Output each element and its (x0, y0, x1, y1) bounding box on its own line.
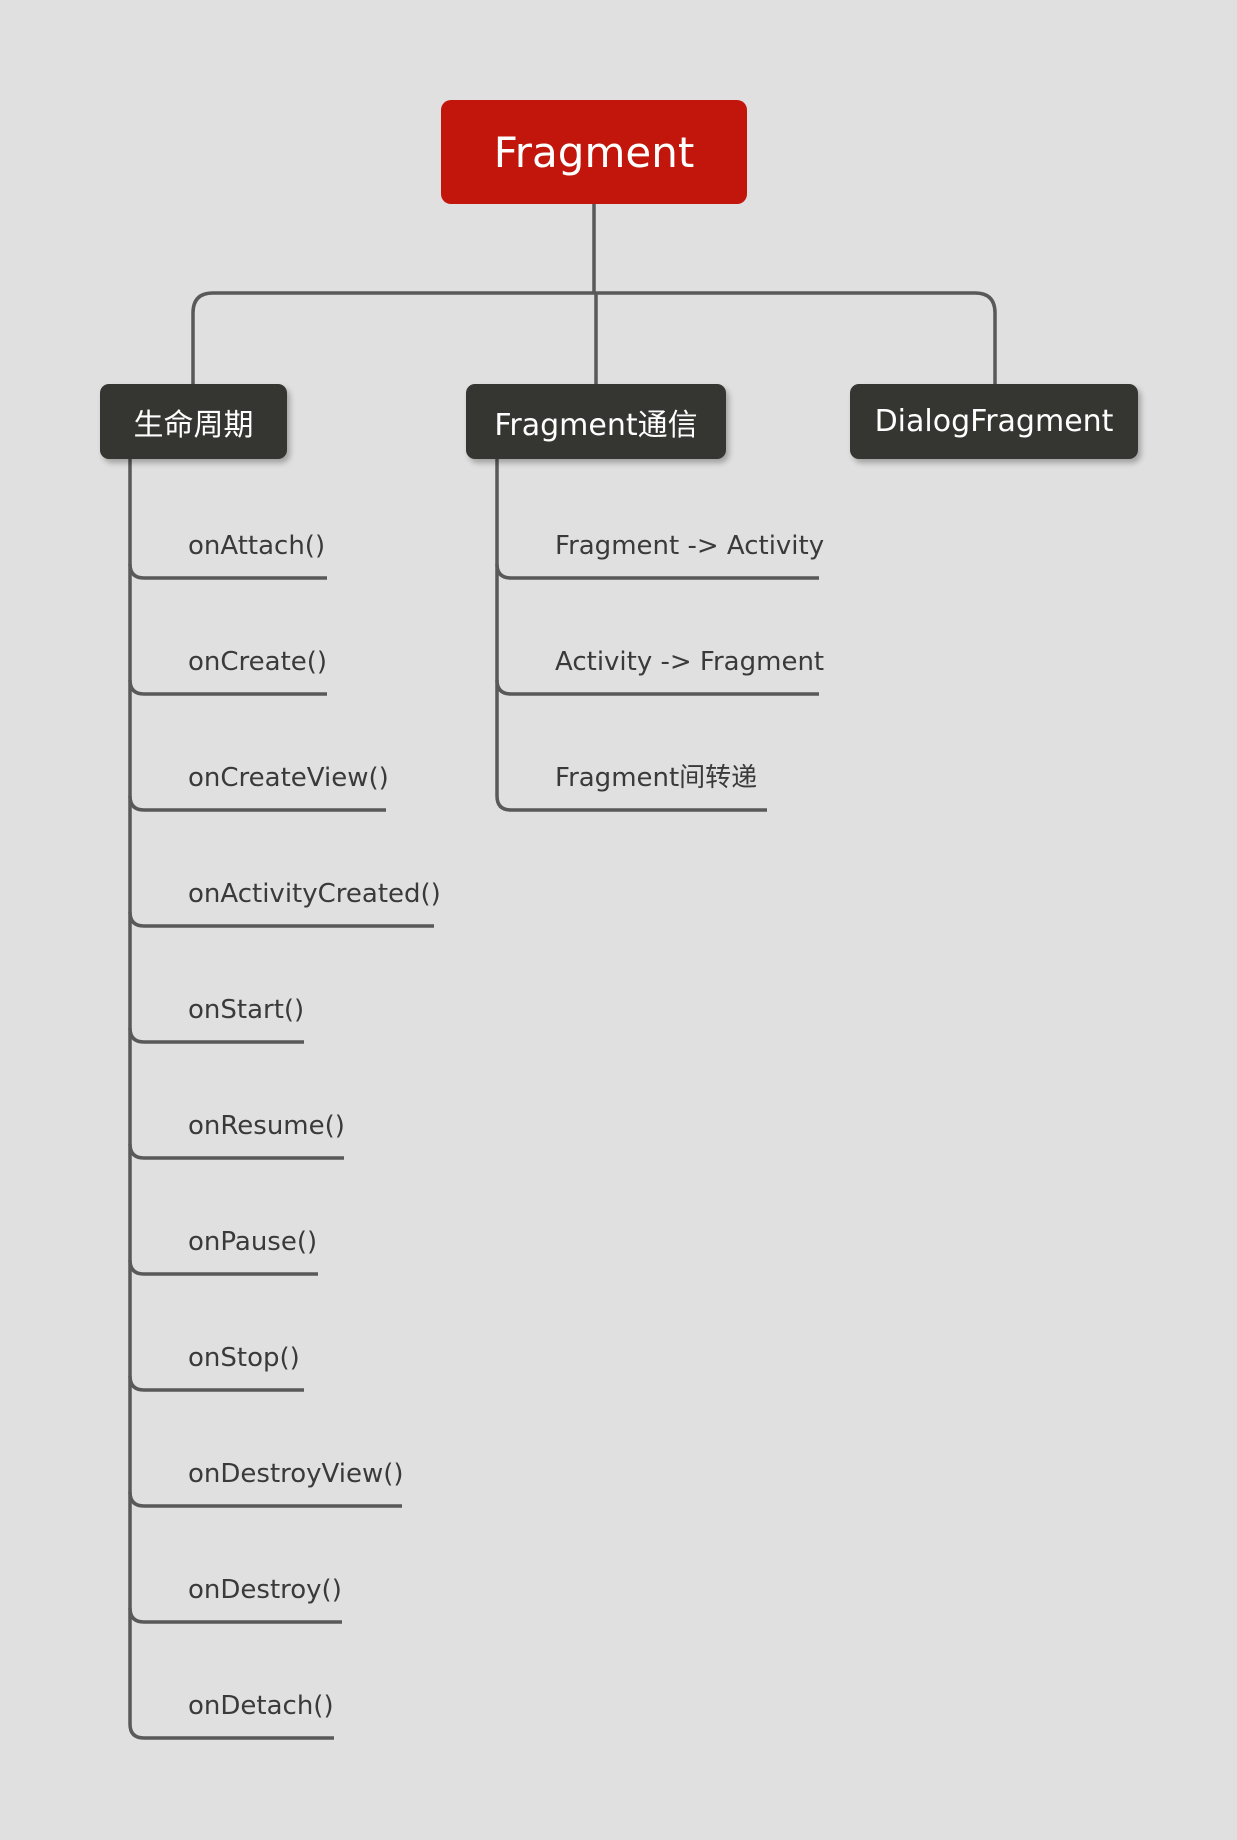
communication-leaf-connector (495, 563, 819, 580)
lifecycle-leaf-connector (128, 563, 327, 580)
lifecycle-leaf-lines (128, 459, 434, 1740)
leaf-on-create[interactable]: onCreate() (188, 647, 328, 677)
branch-bar (191, 291, 997, 384)
communication-leaf-connector (495, 795, 767, 812)
leaf-activity-to-fragment[interactable]: Activity -> Fragment (555, 647, 825, 677)
lifecycle-leaf-connector (128, 795, 386, 812)
leaf-on-stop[interactable]: onStop() (188, 1343, 300, 1373)
branch-node-dialogfragment[interactable]: DialogFragment (850, 384, 1138, 459)
leaf-fragment-to-activity[interactable]: Fragment -> Activity (555, 531, 825, 561)
leaf-on-destroy[interactable]: onDestroy() (188, 1575, 342, 1605)
leaf-on-resume[interactable]: onResume() (188, 1111, 345, 1141)
lifecycle-leaf-connector (128, 1491, 402, 1508)
lifecycle-leaf-connector (128, 1027, 304, 1044)
lifecycle-leaf-connector (128, 679, 327, 696)
lifecycle-leaf-connector (128, 1607, 342, 1624)
leaf-on-destroy-view[interactable]: onDestroyView() (188, 1459, 404, 1489)
branch-node-communication[interactable]: Fragment通信 (466, 384, 726, 459)
branch-node-lifecycle[interactable]: 生命周期 (100, 384, 287, 459)
root-node[interactable]: Fragment (441, 100, 747, 204)
leaf-on-activity-created[interactable]: onActivityCreated() (188, 879, 441, 909)
leaf-on-create-view[interactable]: onCreateView() (188, 763, 389, 793)
lifecycle-leaf-connector (128, 911, 434, 928)
lifecycle-leaf-connector (128, 1259, 318, 1276)
lifecycle-leaf-connector (128, 1375, 304, 1392)
communication-leaf-lines (495, 459, 819, 812)
lifecycle-leaf-connector (128, 1723, 334, 1740)
leaf-fragment-between[interactable]: Fragment间转递 (555, 763, 758, 793)
leaf-on-attach[interactable]: onAttach() (188, 531, 326, 561)
communication-leaf-connector (495, 679, 819, 696)
leaf-on-start[interactable]: onStart() (188, 995, 305, 1025)
leaf-on-pause[interactable]: onPause() (188, 1227, 318, 1257)
leaf-on-detach[interactable]: onDetach() (188, 1691, 334, 1721)
lifecycle-leaf-connector (128, 1143, 344, 1160)
